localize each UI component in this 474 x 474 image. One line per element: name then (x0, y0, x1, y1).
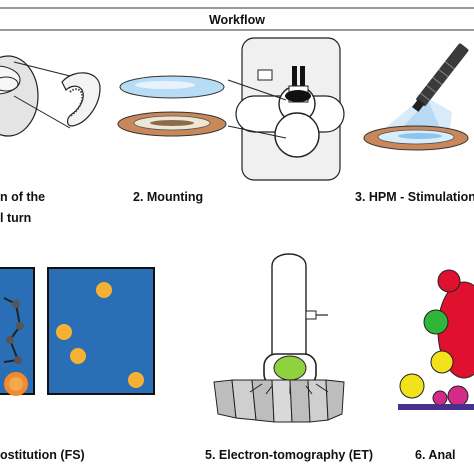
step2-label: 2. Mounting (133, 190, 203, 204)
header-title: Workflow (209, 13, 265, 27)
header-band (0, 7, 474, 31)
step4-label: ostitution (FS) (0, 448, 85, 462)
cochlea-illustration (0, 55, 101, 137)
mounting-illustration (117, 37, 345, 181)
step5-label: 5. Electron-tomography (ET) (205, 448, 373, 462)
step6-label: 6. Anal (415, 448, 456, 462)
hpm-stimulation-illustration (363, 43, 469, 151)
electron-tomography-illustration (213, 253, 345, 423)
step1-label-line2: l turn (0, 211, 31, 225)
step1-label-line1: n of the (0, 190, 45, 204)
freeze-substitution-illustration (0, 267, 155, 396)
analysis-illustration (398, 269, 474, 410)
step3-label: 3. HPM - Stimulation (355, 190, 474, 204)
